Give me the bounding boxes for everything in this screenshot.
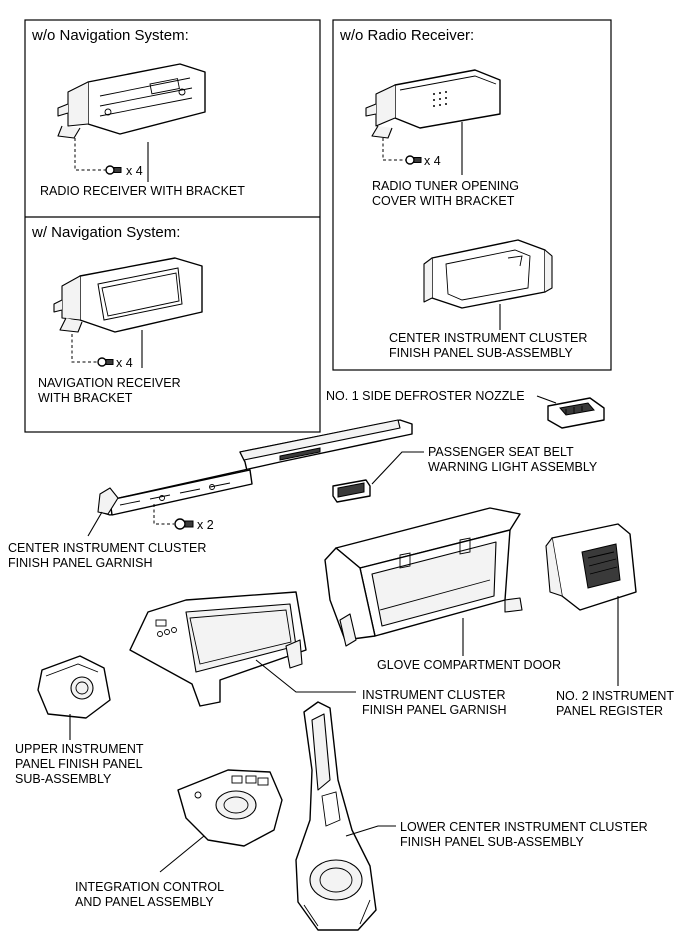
instrument-cluster-garnish-label-2: FINISH PANEL GARNISH [362, 703, 506, 717]
integration-control-panel-label-1: INTEGRATION CONTROL [75, 880, 224, 894]
center-cluster-garnish-label-1: CENTER INSTRUMENT CLUSTER [8, 541, 206, 555]
garnish-screw-icon [174, 518, 194, 530]
glove-compartment-door-drawing [324, 507, 523, 647]
upper-finish-panel-label-2: PANEL FINISH PANEL [15, 757, 143, 771]
radio-receiver-drawing [57, 63, 206, 139]
passenger-seat-belt-light-label-1: PASSENGER SEAT BELT [428, 445, 574, 459]
center-cluster-finish-panel-label-1: CENTER INSTRUMENT CLUSTER [389, 331, 587, 345]
nav-screw-qty: x 4 [116, 356, 133, 370]
center-cluster-finish-panel-drawing [423, 239, 553, 309]
nav-screw-dash [71, 334, 98, 363]
w-navigation-header: w/ Navigation System: [31, 224, 180, 241]
tuner-screw-icon [405, 155, 422, 165]
wo-navigation-header: w/o Navigation System: [31, 27, 189, 44]
passenger-seat-belt-light-drawing [332, 479, 371, 503]
upper-finish-panel-drawing [37, 655, 111, 719]
navigation-receiver-label-2: WITH BRACKET [38, 391, 133, 405]
radio-screw-qty: x 4 [126, 164, 143, 178]
integration-control-panel-leader [159, 835, 205, 873]
garnish-screw-dash [153, 504, 174, 525]
lower-center-finish-panel-label-1: LOWER CENTER INSTRUMENT CLUSTER [400, 820, 648, 834]
no2-panel-register-drawing [545, 523, 637, 611]
lower-center-finish-panel-label-2: FINISH PANEL SUB-ASSEMBLY [400, 835, 585, 849]
no2-panel-register-label-2: PANEL REGISTER [556, 704, 663, 718]
tuner-screw-qty: x 4 [424, 154, 441, 168]
side-defroster-nozzle-drawing [547, 397, 605, 429]
side-defroster-nozzle-label: NO. 1 SIDE DEFROSTER NOZZLE [326, 389, 525, 403]
center-cluster-garnish-label-2: FINISH PANEL GARNISH [8, 556, 152, 570]
center-cluster-finish-panel-label-2: FINISH PANEL SUB-ASSEMBLY [389, 346, 574, 360]
passenger-seat-belt-light-label-2: WARNING LIGHT ASSEMBLY [428, 460, 598, 474]
navigation-receiver-drawing [53, 257, 203, 333]
radio-tuner-cover-drawing [365, 69, 501, 139]
wo-radio-receiver-header: w/o Radio Receiver: [339, 27, 474, 44]
integration-control-panel-label-2: AND PANEL ASSEMBLY [75, 895, 214, 909]
tuner-screw-dash [382, 138, 406, 161]
radio-receiver-variant-box [332, 19, 612, 371]
upper-finish-panel-label-1: UPPER INSTRUMENT [15, 742, 144, 756]
upper-finish-panel-label-3: SUB-ASSEMBLY [15, 772, 112, 786]
no2-panel-register-label-1: NO. 2 INSTRUMENT [556, 689, 674, 703]
instrument-cluster-garnish-drawing [129, 591, 307, 707]
radio-screw-dash [74, 138, 106, 171]
center-cluster-garnish-drawing [97, 419, 413, 516]
lower-center-finish-panel-drawing [295, 701, 377, 931]
radio-tuner-cover-label-2: COVER WITH BRACKET [372, 194, 515, 208]
integration-control-panel-drawing [177, 769, 283, 847]
radio-receiver-label: RADIO RECEIVER WITH BRACKET [40, 184, 245, 198]
center-cluster-garnish-leader [87, 511, 103, 537]
passenger-seat-belt-light-leader [371, 451, 424, 485]
glove-compartment-door-label: GLOVE COMPARTMENT DOOR [377, 658, 561, 672]
navigation-receiver-label-1: NAVIGATION RECEIVER [38, 376, 181, 390]
instrument-cluster-garnish-label-1: INSTRUMENT CLUSTER [362, 688, 506, 702]
instrument-cluster-garnish-leader [255, 659, 356, 693]
garnish-screw-qty: x 2 [197, 518, 214, 532]
side-defroster-nozzle-leader [536, 395, 557, 404]
radio-screw-icon [105, 165, 122, 175]
radio-tuner-cover-label-1: RADIO TUNER OPENING [372, 179, 519, 193]
lower-center-finish-panel-leader [345, 825, 396, 837]
navigation-variants-box [24, 19, 321, 433]
nav-screw-icon [97, 357, 114, 367]
